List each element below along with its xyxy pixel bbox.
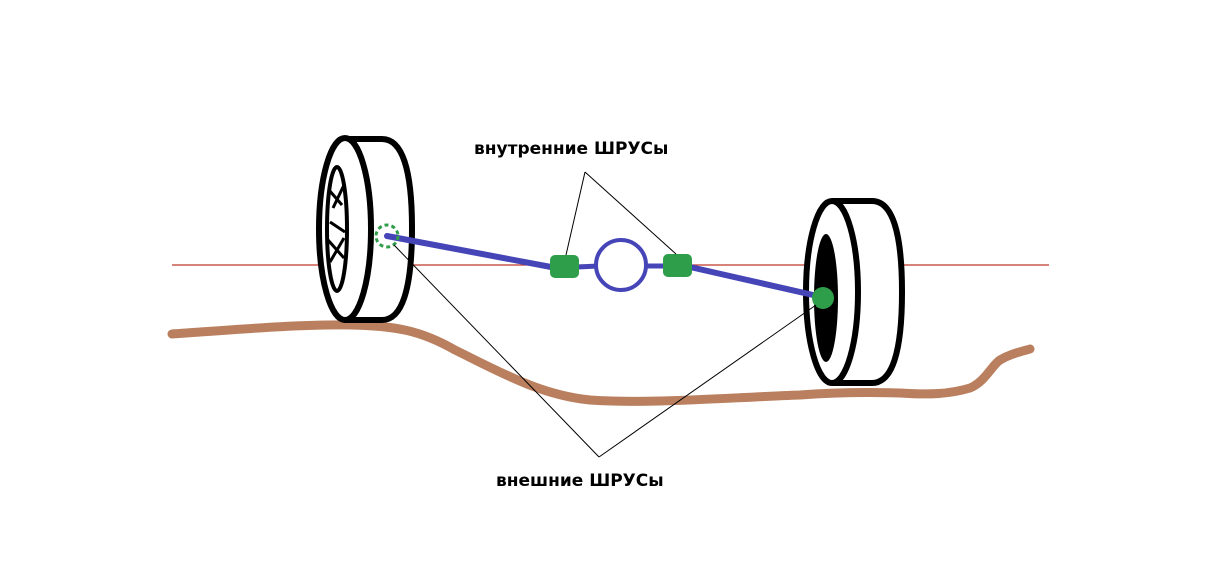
leader-lines-outer	[393, 244, 817, 458]
axle-shaft-right	[687, 264, 825, 300]
inner-cv-joint-right	[663, 254, 692, 277]
inner-cv-joint-left	[550, 255, 579, 278]
ground-line	[167, 320, 1035, 406]
leader-lines-inner	[565, 171, 677, 256]
outer-cv-joints-label: внешние ШРУСы	[496, 471, 664, 491]
inner-cv-joints-label: внутренние ШРУСы	[474, 139, 669, 159]
differential-icon	[594, 238, 648, 292]
wheel-left-icon	[316, 135, 416, 323]
outer-cv-joint-right	[812, 287, 834, 309]
outer-cv-joint-left	[374, 223, 400, 249]
axle-shaft-left	[384, 233, 554, 270]
